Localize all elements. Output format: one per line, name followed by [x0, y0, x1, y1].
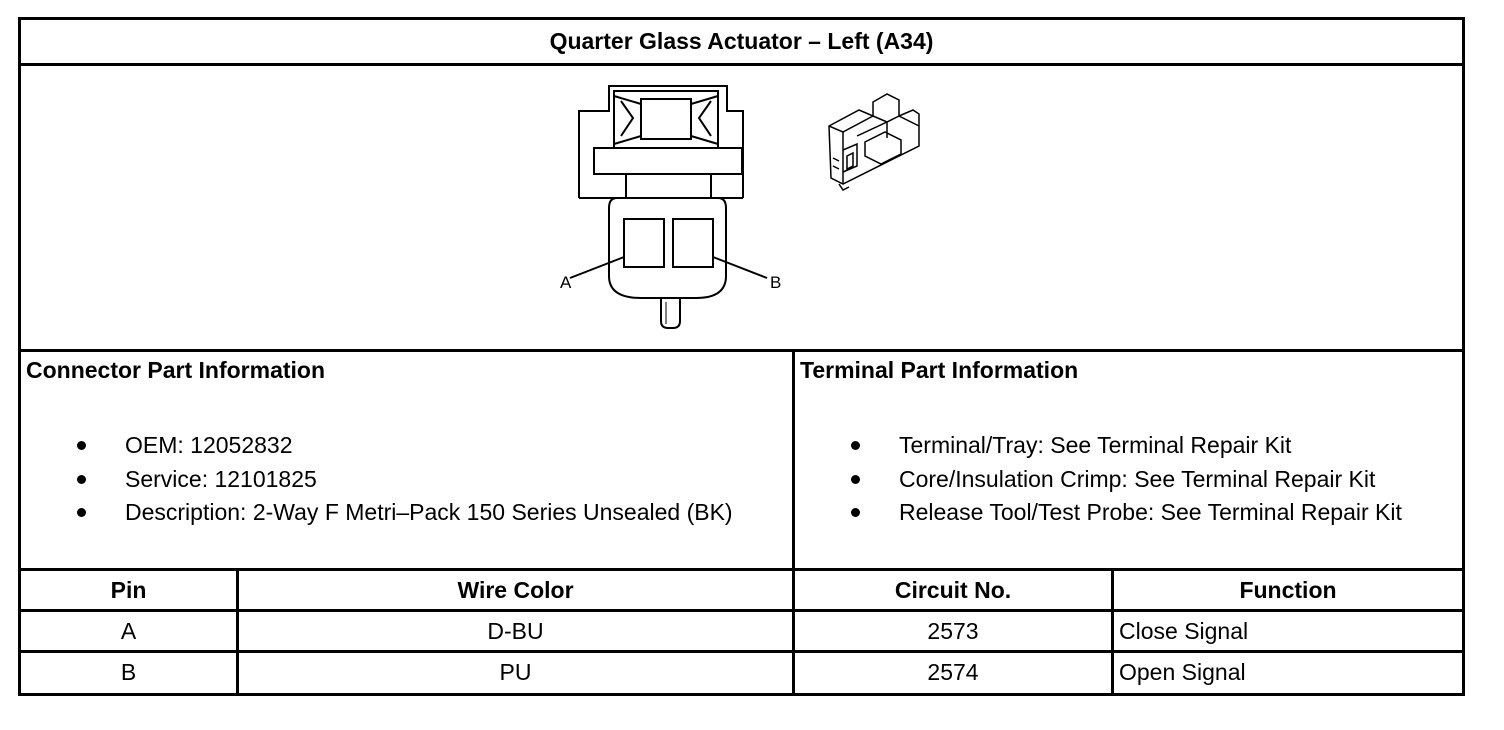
row-divider	[21, 650, 1462, 653]
header-circuit-no: Circuit No.	[894, 576, 1012, 603]
part-information-section: Connector Part Information OEM: 12052832…	[21, 352, 1462, 571]
table-cell-wire-color: D-BU	[487, 617, 544, 644]
pin-a-label: A	[560, 273, 572, 292]
cavity-b	[672, 218, 714, 268]
table-cell-wire-color: PU	[499, 658, 532, 685]
connector-face-drawing	[569, 85, 768, 329]
row-divider	[21, 609, 1462, 612]
bullet-icon	[851, 441, 860, 450]
bullet-icon	[851, 508, 860, 517]
page-title: Quarter Glass Actuator – Left (A34)	[21, 20, 1462, 66]
table-cell-circuit: 2573	[927, 617, 979, 644]
bullet-icon	[77, 441, 86, 450]
column-divider	[1111, 571, 1114, 693]
header-wire-color: Wire Color	[457, 576, 574, 603]
table-cell-circuit: 2574	[927, 658, 979, 685]
bullet-icon	[77, 508, 86, 517]
connector-part-info: Connector Part Information OEM: 12052832…	[21, 352, 795, 568]
connector-sheet: Quarter Glass Actuator – Left (A34)	[18, 17, 1465, 696]
connector-isometric-drawing	[828, 93, 920, 191]
column-divider	[792, 571, 795, 693]
connector-image-area: A B	[21, 66, 1462, 352]
terminal-info-heading: Terminal Part Information	[800, 357, 1079, 383]
connector-info-heading: Connector Part Information	[26, 357, 326, 383]
header-pin: Pin	[110, 576, 147, 603]
table-cell-pin: B	[120, 658, 137, 685]
column-divider	[236, 571, 239, 693]
bullet-icon	[851, 474, 860, 484]
terminal-part-info: Terminal Part Information Terminal/Tray:…	[800, 357, 1402, 525]
table-cell-pin: A	[120, 617, 137, 644]
table-cell-function: Close Signal	[1119, 617, 1249, 644]
pin-b-label: B	[770, 273, 781, 292]
header-function: Function	[1239, 576, 1337, 603]
pin-table: Pin Wire Color Circuit No. Function A D-…	[21, 571, 1462, 693]
connector-face-diagram: A B	[560, 85, 920, 329]
cavity-a	[623, 218, 665, 268]
table-cell-function: Open Signal	[1119, 658, 1246, 685]
bullet-icon	[77, 474, 86, 484]
